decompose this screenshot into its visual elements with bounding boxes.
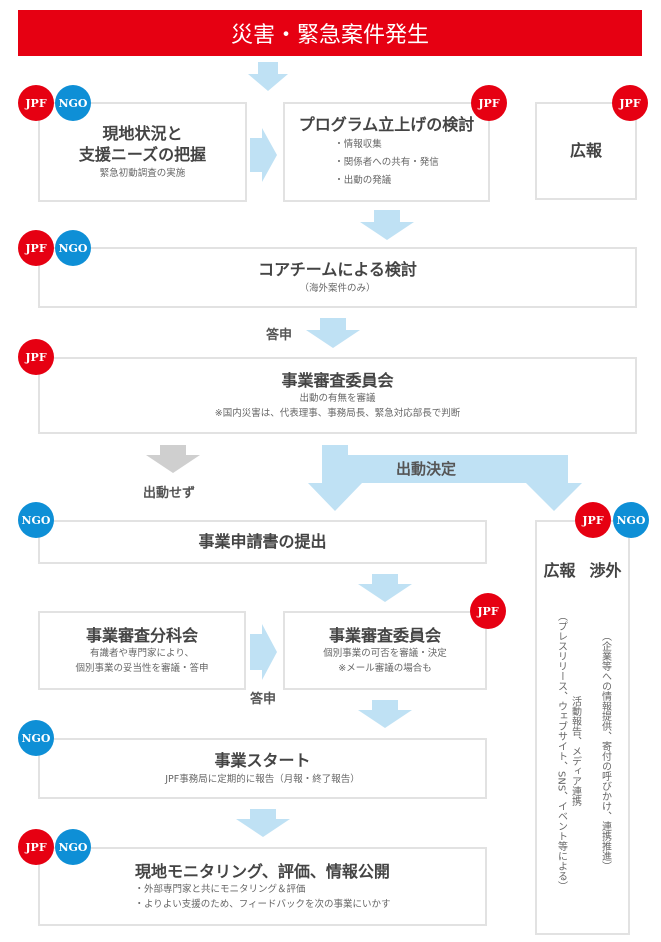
external-desc: （企業等への情報提供、寄付の呼びかけ、連携推進） [599,630,611,871]
list-item: ・出動の発議 [334,174,392,186]
report-label: 答申 [266,328,293,343]
arrow-down-icon [358,574,412,602]
list-item: ・関係者への共有・発信 [334,156,439,168]
step-title: コアチームによる検討 [258,260,417,280]
ngo-badge: NGO [613,502,649,538]
step-review-committee-2: 事業審査委員会 個別事業の可否を審議・決定 ※メール審議の場合も [283,611,487,690]
jpf-badge: JPF [612,85,648,121]
arrow-down-icon [236,809,290,837]
arrow-down-icon [360,210,414,240]
step-title: 事業申請書の提出 [198,532,327,552]
step-subtitle: 個別事業の可否を審議・決定 [323,648,447,660]
arrow-right-icon [250,624,277,680]
step-monitoring: 現地モニタリング、評価、情報公開 ・外部専門家と共にモニタリング＆評価 ・よりよ… [38,847,487,926]
jpf-badge: JPF [18,230,54,266]
gray-arrow-down-icon [146,445,200,473]
step-core-team: コアチームによる検討 （海外案件のみ） [38,247,637,308]
report-label: 答申 [250,692,277,707]
step-title: 支援ニーズの把握 [78,145,207,165]
step-project-start: 事業スタート JPF事務局に定期的に報告（月報・終了報告） [38,738,487,799]
arrow-down-icon [248,62,288,91]
step-title: 現地状況と [102,123,183,143]
step-subtitle: （海外案件のみ） [299,282,376,294]
step-title: プログラム立上げの検討 [298,115,475,135]
jpf-badge: JPF [471,85,507,121]
arrow-down-icon [358,700,412,728]
step-title: 現地モニタリング、評価、情報公開 [135,861,390,881]
step-subtitle: 緊急初動調査の実施 [99,168,186,179]
dispatch-bracket-arrow [308,445,582,511]
step-subtitle: JPF事務局に定期的に報告（月報・終了報告） [165,773,360,785]
jpf-badge: JPF [575,502,611,538]
jpf-badge: JPF [18,339,54,375]
pr-desc: （プレスリリース、ウェブサイト、SNS、イベント等による） [555,610,567,891]
step-title: 事業スタート [214,751,311,771]
no-dispatch-label: 出動せず [143,486,196,501]
side-pr-external: 広報 渉外 活動報告、メディア連携（プレスリリース、ウェブサイト、SNS、イベン… [535,520,630,935]
step-note: ※国内災害は、代表理事、事務局長、緊急対応部長で判断 [214,408,461,420]
step-title: 広報 [569,141,602,161]
jpf-badge: JPF [18,829,54,865]
step-title: 事業審査分科会 [85,625,198,645]
arrow-right-icon [250,128,277,182]
step-title: 事業審査委員会 [328,625,441,645]
ngo-badge: NGO [18,502,54,538]
arrow-down-icon [306,318,360,348]
step-subtitle: 有識者や専門家により、 [90,648,194,660]
jpf-badge: JPF [470,593,506,629]
list-item: ・情報収集 [334,138,382,150]
step-note: ※メール審議の場合も [338,663,432,675]
pr-desc: 活動報告、メディア連携 [569,695,581,806]
step-application: 事業申請書の提出 [38,520,487,564]
list-item: ・よりよい支援のため、フィードバックを次の事業にいかす [134,899,391,911]
ngo-badge: NGO [55,85,91,121]
pr-title: 広報 [543,561,576,580]
dispatch-decision-label: 出動決定 [395,460,456,478]
header-bar: 災害・緊急案件発生 [18,10,642,56]
step-subtitle: 出動の有無を審議 [299,393,376,405]
step-subtitle: 個別事業の妥当性を審議・答申 [75,663,209,675]
step-title: 事業審査委員会 [281,370,394,390]
ngo-badge: NGO [55,829,91,865]
step-program-launch: プログラム立上げの検討 ・情報収集 ・関係者への共有・発信 ・出動の発議 [283,102,490,202]
ngo-badge: NGO [55,230,91,266]
step-review-committee: 事業審査委員会 出動の有無を審議 ※国内災害は、代表理事、事務局長、緊急対応部長… [38,357,637,434]
jpf-badge: JPF [18,85,54,121]
step-subcommittee: 事業審査分科会 有識者や専門家により、 個別事業の妥当性を審議・答申 [38,611,246,690]
external-relations-title: 渉外 [589,561,622,580]
ngo-badge: NGO [18,720,54,756]
list-item: ・外部専門家と共にモニタリング＆評価 [134,884,306,896]
